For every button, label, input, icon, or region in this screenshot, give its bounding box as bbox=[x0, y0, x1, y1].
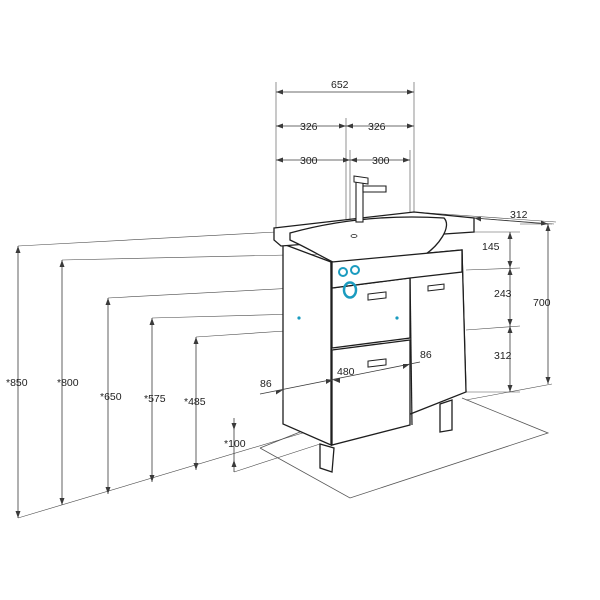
dim-800-label: *800 bbox=[57, 377, 79, 389]
top-width-dimensions: 652 326 326 300 300 bbox=[275, 79, 415, 240]
dim-326-right-label: 326 bbox=[368, 121, 386, 133]
dim-100-label: *100 bbox=[224, 438, 246, 450]
right-side-dimensions: 312 145 243 312 700 bbox=[413, 209, 557, 401]
mount-point-right bbox=[395, 316, 399, 320]
dim-485-label: *485 bbox=[184, 396, 206, 408]
dim-850: *850 bbox=[6, 246, 28, 518]
vanity-cabinet bbox=[273, 211, 475, 473]
dim-145-label: 145 bbox=[482, 241, 500, 253]
dim-86-right-label: 86 bbox=[420, 349, 432, 361]
dim-485: *485 bbox=[184, 337, 206, 470]
dim-650: *650 bbox=[100, 298, 122, 494]
bottom-width-dimensions: 86 480 86 bbox=[259, 349, 432, 400]
dim-575-label: *575 bbox=[144, 393, 166, 405]
dim-850-label: *850 bbox=[6, 377, 28, 389]
dim-312-bottom-label: 312 bbox=[494, 350, 512, 362]
dim-86-left-label: 86 bbox=[260, 378, 272, 390]
dim-243-label: 243 bbox=[494, 288, 512, 300]
faucet-icon bbox=[353, 175, 387, 223]
height-guide-lines bbox=[17, 231, 334, 519]
mount-point-left bbox=[297, 316, 301, 320]
dim-700-label: 700 bbox=[533, 297, 551, 309]
dim-652-label: 652 bbox=[331, 79, 349, 91]
dim-326-left-label: 326 bbox=[300, 121, 318, 133]
dim-312-depth-label: 312 bbox=[510, 209, 528, 221]
dim-100: *100 bbox=[224, 418, 246, 472]
dim-800: *800 bbox=[57, 260, 79, 505]
dim-575: *575 bbox=[144, 318, 166, 482]
dim-300-right-label: 300 bbox=[372, 155, 390, 167]
water-inlet-icon bbox=[338, 265, 360, 277]
dim-650-label: *650 bbox=[100, 391, 122, 403]
drain-outlet-icon bbox=[342, 281, 358, 299]
dim-300-left-label: 300 bbox=[300, 155, 318, 167]
dim-480-label: 480 bbox=[337, 366, 355, 378]
